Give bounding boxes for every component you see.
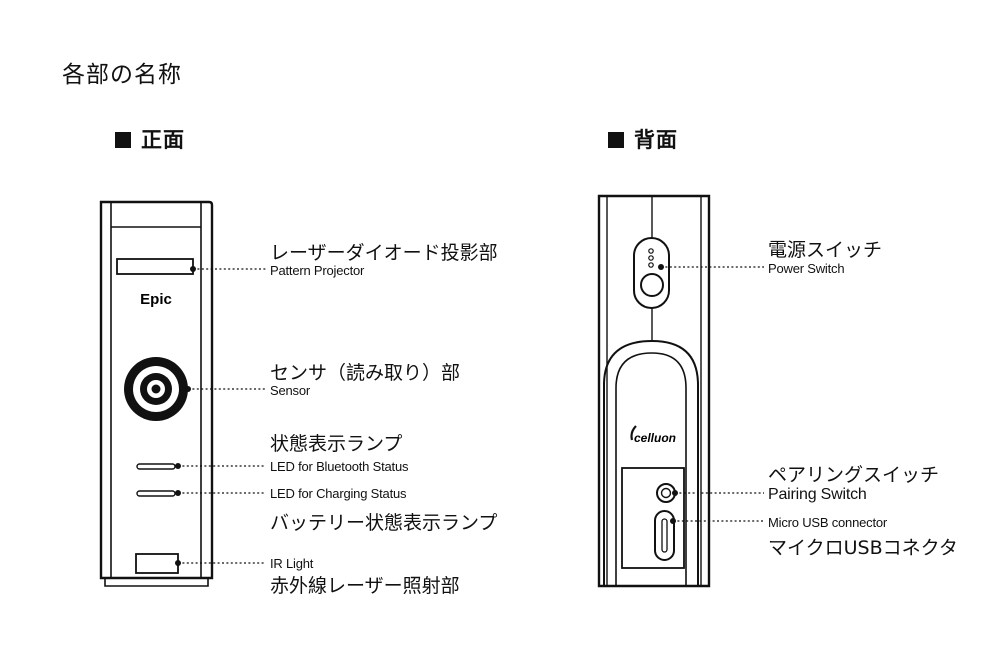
pairing-switch-label-en: Pairing Switch — [768, 486, 867, 503]
charging-led-label-jp: バッテリー状態表示ランプ — [270, 512, 498, 534]
celluon-logo-icon: celluon — [630, 425, 676, 445]
power-switch-label-jp: 電源スイッチ — [768, 239, 883, 261]
sensor-target-icon — [124, 357, 188, 421]
svg-text:celluon: celluon — [634, 431, 676, 445]
bluetooth-led-label-en: LED for Bluetooth Status — [270, 459, 409, 474]
square-bullet-icon — [115, 132, 131, 148]
charging-led-label-en: LED for Charging Status — [270, 486, 407, 501]
micro-usb-label-en: Micro USB connector — [768, 515, 888, 530]
pattern-projector-window — [116, 258, 194, 275]
laser-projector-label-en: Pattern Projector — [270, 263, 365, 278]
section-front-label: 正面 — [141, 128, 185, 152]
charging-led — [136, 490, 176, 497]
section-back-label: 背面 — [634, 128, 678, 152]
ir-light-label-en: IR Light — [270, 556, 314, 571]
ir-light-label-jp: 赤外線レーザー照射部 — [270, 575, 460, 597]
status-lamp-label-jp: 状態表示ランプ — [270, 433, 403, 455]
bluetooth-led — [136, 463, 176, 470]
sensor-label-en: Sensor — [270, 383, 310, 398]
pairing-switch-label-jp: ペアリングスイッチ — [768, 464, 940, 486]
ir-light-window — [135, 553, 179, 574]
section-front-heading: 正面 — [115, 124, 185, 154]
section-back-heading: 背面 — [608, 124, 678, 154]
micro-usb-label-jp: マイクロUSBコネクタ — [768, 537, 958, 559]
device-brand-label: Epic — [140, 291, 172, 308]
square-bullet-icon — [608, 132, 624, 148]
back-device: celluon — [597, 194, 711, 588]
laser-projector-label-jp: レーザーダイオード投影部 — [270, 242, 498, 264]
page-title: 各部の名称 — [62, 62, 182, 88]
power-switch-label-en: Power Switch — [768, 261, 845, 276]
sensor-label-jp: センサ（読み取り）部 — [270, 362, 461, 384]
front-device: Epic — [99, 200, 214, 587]
